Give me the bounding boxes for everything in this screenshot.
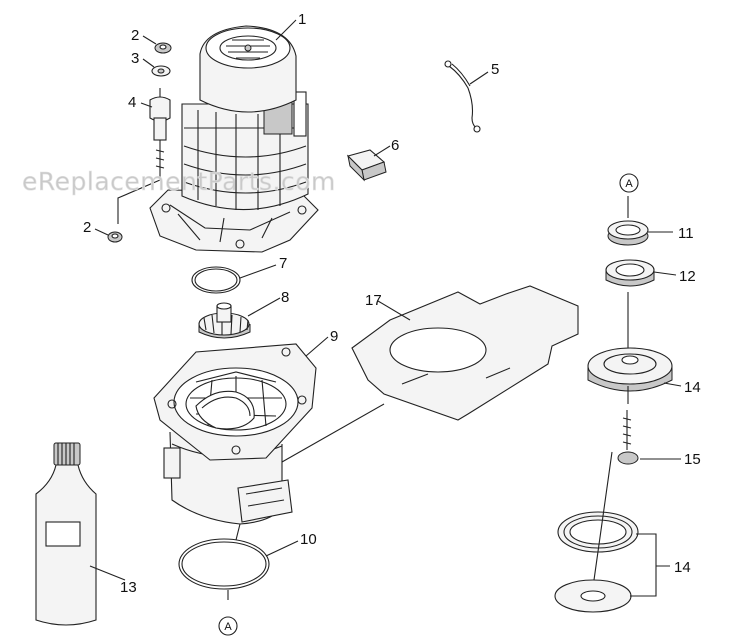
thrust-washer-part	[554, 579, 632, 613]
callout-7: 7	[279, 255, 287, 272]
callout-2-bottom: 2	[83, 219, 91, 236]
oil-bottle-part	[35, 442, 97, 626]
assembly-lines	[227, 196, 629, 600]
seal-part	[607, 220, 649, 246]
mount-bolt-part	[117, 88, 171, 224]
callout-15: 15	[684, 451, 701, 468]
callout-10: 10	[300, 531, 317, 548]
housing-part	[153, 343, 317, 525]
callout-8: 8	[281, 289, 289, 306]
large-o-ring-part	[178, 538, 270, 590]
wire-lead-part	[444, 60, 481, 133]
callout-14-upper: 14	[684, 379, 701, 396]
callout-6: 6	[391, 137, 399, 154]
callout-1: 1	[298, 11, 306, 28]
callout-17: 17	[365, 292, 382, 309]
thrust-bearing-part	[557, 511, 639, 553]
leader-lines	[89, 19, 682, 597]
o-ring-part	[191, 266, 241, 294]
callout-9: 9	[330, 328, 338, 345]
callout-11: 11	[678, 225, 694, 242]
motor-assembly-part	[149, 25, 319, 253]
nut-part-top	[154, 42, 172, 54]
washer-part	[151, 65, 171, 77]
callout-2-top: 2	[131, 27, 139, 44]
callout-5: 5	[491, 61, 499, 78]
screw-part	[617, 410, 639, 465]
nut-part-bottom	[107, 231, 123, 243]
callout-labels: 1 2 3 4 2 5 6 7 8 9 10 11 12 13 14 14 15…	[83, 11, 701, 596]
callout-3: 3	[131, 50, 139, 67]
reference-marker-a-top: A	[619, 173, 639, 193]
reference-marker-a-bottom: A	[218, 616, 238, 636]
gear-part	[198, 302, 251, 339]
watermark: eReplacementParts.com	[22, 167, 336, 196]
svg-text:A: A	[224, 621, 232, 633]
callout-12: 12	[679, 268, 696, 285]
callout-4: 4	[128, 94, 136, 111]
svg-text:A: A	[625, 178, 633, 190]
flange-part	[587, 347, 673, 392]
bearing-part	[605, 259, 655, 287]
callout-14-lower: 14	[674, 559, 691, 576]
connector-part	[346, 149, 387, 182]
callout-13: 13	[120, 579, 137, 596]
